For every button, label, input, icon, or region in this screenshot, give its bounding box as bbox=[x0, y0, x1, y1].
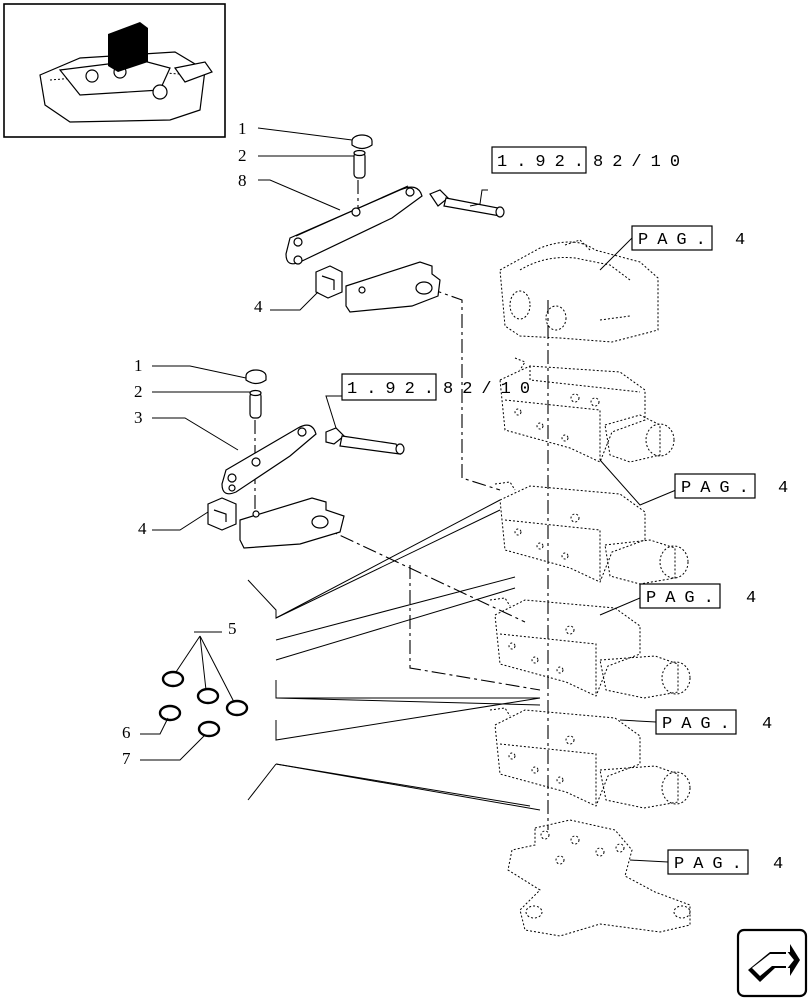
block-upper bbox=[315, 265, 343, 299]
o-ring-seals bbox=[158, 670, 249, 738]
page-ref-5[interactable]: PAG. 4 bbox=[667, 849, 783, 875]
bracket-middle bbox=[239, 497, 345, 549]
link-pin-middle bbox=[325, 427, 405, 455]
callout-4-top: 4 bbox=[254, 297, 263, 316]
link-pin-upper bbox=[429, 189, 505, 218]
group-ref-top[interactable]: 1.92.82/10 bbox=[491, 146, 689, 174]
page-ref-2[interactable]: PAG. 4 bbox=[674, 473, 788, 499]
control-valve-3 bbox=[489, 597, 691, 699]
callout-1-top: 1 bbox=[238, 119, 247, 138]
page-ref-1-label: PAG. bbox=[638, 231, 715, 250]
callout-2-middle: 2 bbox=[134, 382, 143, 401]
page-ref-4-number: 4 bbox=[762, 715, 772, 734]
page-ref-5-number: 4 bbox=[773, 855, 783, 874]
callout-7: 7 bbox=[122, 749, 131, 768]
page-ref-2-label: PAG. bbox=[681, 479, 758, 498]
callout-6: 6 bbox=[122, 723, 131, 742]
group-ref-top-label: 1.92.82/10 bbox=[497, 153, 689, 172]
callout-5: 5 bbox=[228, 619, 237, 638]
callout-4-middle: 4 bbox=[138, 519, 147, 538]
pin-upper bbox=[353, 149, 366, 179]
callouts-middle: 1 2 3 4 bbox=[134, 356, 147, 538]
control-valve-4 bbox=[489, 707, 691, 809]
snap-ring-middle bbox=[245, 369, 267, 385]
lever-upper bbox=[285, 185, 423, 265]
callout-leaders bbox=[140, 127, 677, 863]
seal-kit-brackets bbox=[247, 499, 541, 811]
page-ref-4-label: PAG. bbox=[662, 715, 739, 734]
group-ref-middle[interactable]: 1.92.82/10 bbox=[341, 373, 539, 401]
block-middle bbox=[207, 497, 237, 531]
valve-cover bbox=[499, 239, 659, 343]
control-valve-1 bbox=[499, 357, 675, 463]
callout-3-middle: 3 bbox=[134, 408, 143, 427]
page-ref-3[interactable]: PAG. 4 bbox=[639, 583, 756, 609]
bracket-upper bbox=[345, 261, 441, 313]
callout-8-top: 8 bbox=[238, 171, 247, 190]
page-ref-2-number: 4 bbox=[778, 479, 788, 498]
next-page-arrow-icon[interactable] bbox=[736, 928, 808, 998]
group-ref-middle-label: 1.92.82/10 bbox=[347, 380, 539, 399]
pin-middle bbox=[249, 389, 262, 419]
thumbnail-icon[interactable] bbox=[3, 3, 226, 138]
page-ref-3-number: 4 bbox=[746, 589, 756, 608]
lever-middle bbox=[221, 424, 317, 495]
control-valve-2 bbox=[494, 481, 689, 585]
callout-1-middle: 1 bbox=[134, 356, 143, 375]
callouts-top: 1 2 8 4 bbox=[238, 119, 263, 316]
page-ref-4[interactable]: PAG. 4 bbox=[655, 709, 772, 735]
callouts-seals: 5 6 7 bbox=[122, 619, 237, 768]
callout-2-top: 2 bbox=[238, 146, 247, 165]
valve-end-plate bbox=[507, 819, 691, 937]
page-ref-1-number: 4 bbox=[735, 231, 745, 250]
page-ref-3-label: PAG. bbox=[646, 589, 723, 608]
page-ref-1[interactable]: PAG. 4 bbox=[631, 225, 745, 251]
snap-ring-upper bbox=[351, 134, 373, 150]
page-ref-5-label: PAG. bbox=[674, 855, 751, 874]
